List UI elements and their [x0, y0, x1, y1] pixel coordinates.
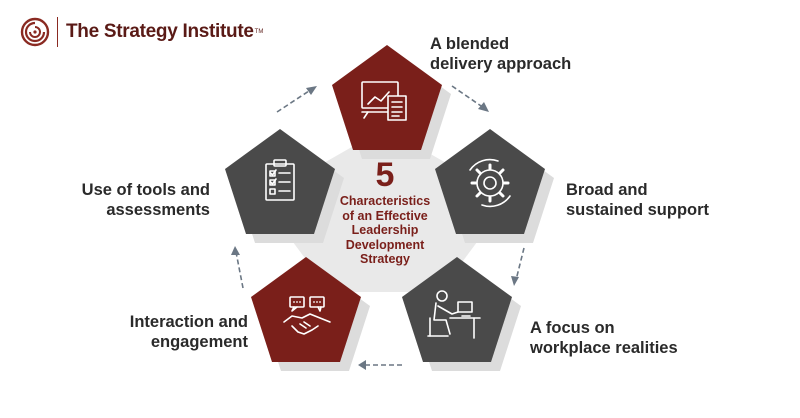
center-line: Leadership: [351, 223, 419, 237]
label-tools-assessments: Use of tools and assessments: [82, 180, 210, 220]
handshake-chat-icon: [283, 296, 331, 335]
arrowhead-1: [478, 102, 489, 112]
label-line: Broad and: [566, 181, 648, 199]
center-line: Characteristics: [339, 194, 431, 208]
label-line: sustained support: [566, 201, 710, 219]
center-line: Development: [345, 237, 425, 252]
label-line: A focus on: [530, 319, 615, 337]
presentation-documents-icon: [361, 81, 407, 121]
logo-trademark: TM: [254, 29, 264, 35]
label-line: engagement: [150, 333, 248, 351]
label-blended-delivery: A blended delivery approach: [430, 34, 571, 74]
label-line: A blended: [430, 35, 510, 53]
label-line: Use of tools and: [81, 181, 210, 199]
arrowhead-3: [358, 360, 366, 370]
brand-logo[interactable]: The Strategy Institute TM: [20, 14, 263, 50]
arrowhead-2: [511, 276, 519, 286]
label-broad-support: Broad and sustained support: [566, 180, 709, 220]
pentagon-4-shape: [251, 257, 361, 362]
gears-icon: [469, 158, 511, 208]
center-line: of an Effective: [342, 208, 428, 223]
checklist-clipboard-icon: [265, 159, 295, 201]
center-halo: [290, 128, 480, 292]
maze-logo-icon: [20, 17, 50, 47]
center-title: Characteristics of an Effective Leadersh…: [320, 194, 450, 267]
logo-text: The Strategy Institute: [66, 21, 254, 42]
label-line: Interaction and: [129, 313, 248, 331]
label-workplace-realities: A focus on workplace realities: [530, 318, 678, 358]
pentagon-1-shape: [332, 45, 442, 150]
arrowhead-4: [231, 246, 240, 255]
arrow-5-to-1: [276, 88, 313, 113]
center-number: 5: [375, 156, 395, 194]
center-line: Strategy: [359, 252, 411, 266]
pentagon-2: [435, 129, 554, 243]
pentagon-2-shape: [435, 129, 545, 234]
arrow-1-to-2: [451, 85, 485, 109]
label-line: workplace realities: [530, 339, 678, 357]
arrow-4-to-5: [235, 251, 244, 289]
label-line: assessments: [106, 201, 210, 219]
person-at-desk-icon: [427, 290, 481, 339]
label-interaction-engagement: Interaction and engagement: [130, 312, 248, 352]
arrowhead-5: [306, 86, 317, 95]
pentagon-4: [251, 257, 370, 371]
arrow-2-to-3: [515, 247, 525, 281]
logo-divider: [57, 17, 58, 47]
label-line: delivery approach: [430, 55, 572, 73]
